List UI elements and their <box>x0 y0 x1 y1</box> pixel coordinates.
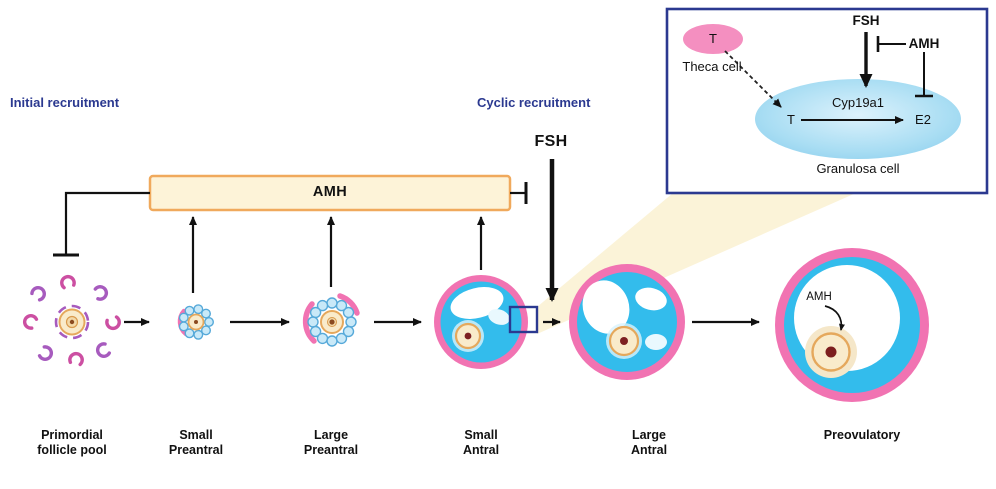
stage-label-line1: Small <box>464 428 498 442</box>
arrow-amh-into-oocyte <box>824 305 845 331</box>
stage-label-line1: Primordial <box>41 428 103 442</box>
follicle-small-antral <box>434 275 528 369</box>
stage-label-line2: Antral <box>462 443 500 457</box>
stage-label-line2: Preantral <box>168 443 224 457</box>
inset-amh-label: AMH <box>908 36 940 51</box>
stage-label-line1: Large <box>313 428 349 442</box>
inhibition-amh-fsh-inset <box>876 36 906 52</box>
arrow-theca-t-transfer <box>724 50 782 108</box>
stage-label-small-preantral: Small Preantral <box>169 428 223 458</box>
e2-label: E2 <box>915 112 931 127</box>
cyclic-recruitment-label: Cyclic recruitment <box>477 95 591 110</box>
granulosa-cell-label: Granulosa cell <box>816 161 900 176</box>
theca-t-label: T <box>709 31 717 46</box>
stage-label-line2: follicle pool <box>37 443 107 457</box>
amh-box-label: AMH <box>312 184 348 200</box>
inhibition-amh-primordial <box>53 191 150 257</box>
inhibition-amh-e2 <box>915 52 933 98</box>
stage-label-line1: Large <box>631 428 667 442</box>
stage-label-large-preantral: Large Preantral <box>304 428 358 458</box>
stage-label-small-antral: Small Antral <box>463 428 499 458</box>
follicle-small-preantral <box>177 304 214 340</box>
preovulatory-amh-label: AMH <box>806 291 832 303</box>
cyp19a1-label: Cyp19a1 <box>831 95 885 110</box>
inhibition-amh-fsh <box>510 182 528 204</box>
stage-label-preovulatory: Preovulatory <box>824 428 900 443</box>
stage-label-line2: Preantral <box>303 443 359 457</box>
stage-label-large-antral: Large Antral <box>631 428 667 458</box>
stage-label-line1: Small <box>179 428 213 442</box>
follicle-primordial-pool <box>20 273 123 367</box>
zoom-region-box <box>508 305 539 334</box>
theca-cell-label: Theca cell <box>682 59 742 74</box>
fsh-label: FSH <box>534 133 568 150</box>
follicle-preovulatory <box>775 248 929 402</box>
theca-cell-shape <box>683 24 743 54</box>
inset-fsh-label: FSH <box>852 13 880 28</box>
stage-label-line2: Antral <box>630 443 668 457</box>
initial-recruitment-label: Initial recruitment <box>10 95 120 110</box>
follicle-large-preantral <box>302 293 360 347</box>
stage-label-primordial: Primordial follicle pool <box>37 428 106 458</box>
stage-label-line1: Preovulatory <box>823 428 901 442</box>
follicle-large-antral <box>569 264 685 380</box>
granulosa-inset <box>665 7 989 195</box>
granulosa-t-label: T <box>787 112 795 127</box>
